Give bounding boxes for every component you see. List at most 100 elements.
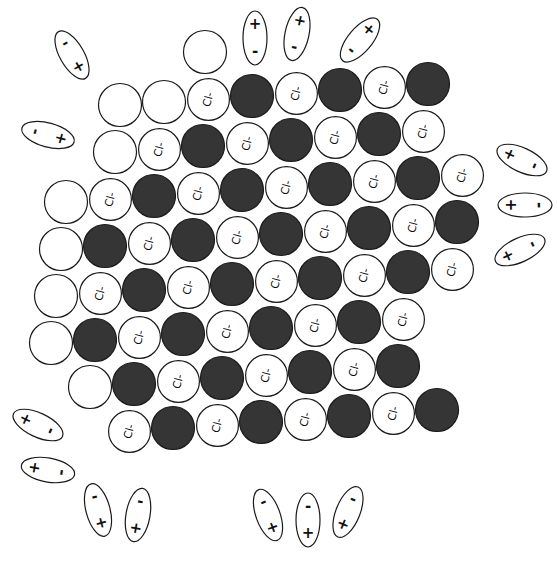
chloride-ion: Cl- (216, 216, 259, 259)
ion-label: Cl- (396, 310, 410, 327)
ion-circle (128, 222, 170, 264)
charge-sign: + (26, 460, 43, 475)
sodium-ion (319, 69, 362, 112)
ion-label: Cl- (230, 228, 244, 245)
sodium-ion (328, 395, 371, 438)
chloride-ion: Cl- (284, 398, 327, 441)
water-outline (47, 24, 98, 85)
sodium-ion (270, 119, 313, 162)
charge-sign: - (531, 202, 546, 208)
water-outline (246, 484, 290, 546)
ion-label: Cl- (240, 134, 254, 151)
chloride-ion: Cl- (333, 348, 376, 391)
sodium-ion (260, 213, 303, 256)
charge-sign: + (504, 199, 519, 212)
ion-circle (353, 160, 395, 202)
ion-label: Cl- (298, 410, 312, 427)
water-molecule: +- (489, 226, 551, 273)
water-ellipse (492, 138, 551, 183)
water-molecule: -+ (295, 492, 321, 548)
ion-circle (392, 204, 434, 246)
water-molecule: -+ (78, 480, 118, 541)
ion-circle (294, 304, 336, 346)
chloride-ion: Cl- (265, 166, 308, 209)
ion-label: Cl- (191, 184, 205, 201)
chloride-ion: Cl- (118, 316, 161, 359)
sodium-ion (113, 363, 156, 406)
water-ellipse (498, 193, 552, 217)
ion-label: Cl- (201, 90, 215, 107)
water-outline (489, 226, 551, 273)
water-ellipse (19, 116, 77, 153)
ion-label: Cl- (455, 166, 469, 183)
water-molecule: +- (18, 452, 78, 487)
water-ellipse (280, 5, 315, 63)
ion-circle (255, 260, 297, 302)
surface-ion (184, 31, 227, 74)
ion-label: Cl- (386, 404, 400, 421)
sodium-ion (289, 351, 332, 394)
water-molecule: +- (242, 10, 268, 66)
ion-circle (363, 66, 405, 108)
sodium-ion (338, 301, 381, 344)
ion-label: Cl- (445, 260, 459, 277)
chloride-ion: Cl- (196, 404, 239, 447)
ion-circle (382, 298, 424, 340)
ion-circle (402, 110, 444, 152)
chloride-ion: Cl- (431, 248, 474, 291)
chloride-ion: Cl- (363, 66, 406, 109)
charge-sign: + (302, 526, 315, 541)
ion-circle (333, 348, 375, 390)
chloride-ion: Cl- (89, 178, 132, 221)
ion-circle (284, 398, 326, 440)
water-molecule: -+ (325, 481, 370, 543)
ion-circle (79, 272, 121, 314)
surface-ion (99, 84, 142, 127)
ion-label: Cl- (416, 122, 430, 139)
ion-label: Cl- (269, 272, 283, 289)
sodium-ion (231, 75, 274, 118)
sodium-ion (182, 125, 225, 168)
ion-circle (372, 392, 414, 434)
ion-circle (89, 178, 131, 220)
water-molecule: +- (7, 401, 69, 448)
ion-label: Cl- (357, 266, 371, 283)
ion-circle (167, 266, 209, 308)
ion-label: Cl- (308, 316, 322, 333)
water-molecule: -+ (246, 484, 290, 546)
water-molecule: -+ (47, 24, 98, 85)
water-ellipse (48, 26, 96, 85)
chloride-ion: Cl- (138, 128, 181, 171)
ion-circle (196, 404, 238, 446)
surface-ion (69, 366, 112, 409)
sodium-ion (377, 345, 420, 388)
ion-label: Cl- (289, 84, 303, 101)
chloride-ion: Cl- (402, 110, 445, 153)
chloride-ion: Cl- (79, 272, 122, 315)
surface-ion (40, 228, 83, 271)
ion-circle (343, 254, 385, 296)
sodium-ion (221, 169, 264, 212)
ion-circle (118, 316, 160, 358)
ion-circle (206, 310, 248, 352)
water-ellipse (8, 403, 67, 448)
ion-label: Cl- (406, 216, 420, 233)
chloride-ion: Cl- (382, 298, 425, 341)
water-ellipse (490, 228, 549, 273)
water-ellipse (121, 486, 154, 543)
ion-label: Cl- (103, 190, 117, 207)
surface-ion (35, 275, 78, 318)
sodium-ion (162, 313, 205, 356)
ion-label: Cl- (132, 328, 146, 345)
sodium-ion (172, 219, 215, 262)
water-molecule: -+ (18, 115, 79, 155)
water-ellipse (296, 493, 320, 547)
chloride-ion: Cl- (245, 354, 288, 397)
ion-label: Cl- (279, 178, 293, 195)
chloride-ion: Cl- (392, 204, 435, 247)
chloride-ion: Cl- (314, 116, 357, 159)
sodium-ion (397, 157, 440, 200)
ion-label: Cl- (328, 128, 342, 145)
chloride-ion: Cl- (226, 122, 269, 165)
